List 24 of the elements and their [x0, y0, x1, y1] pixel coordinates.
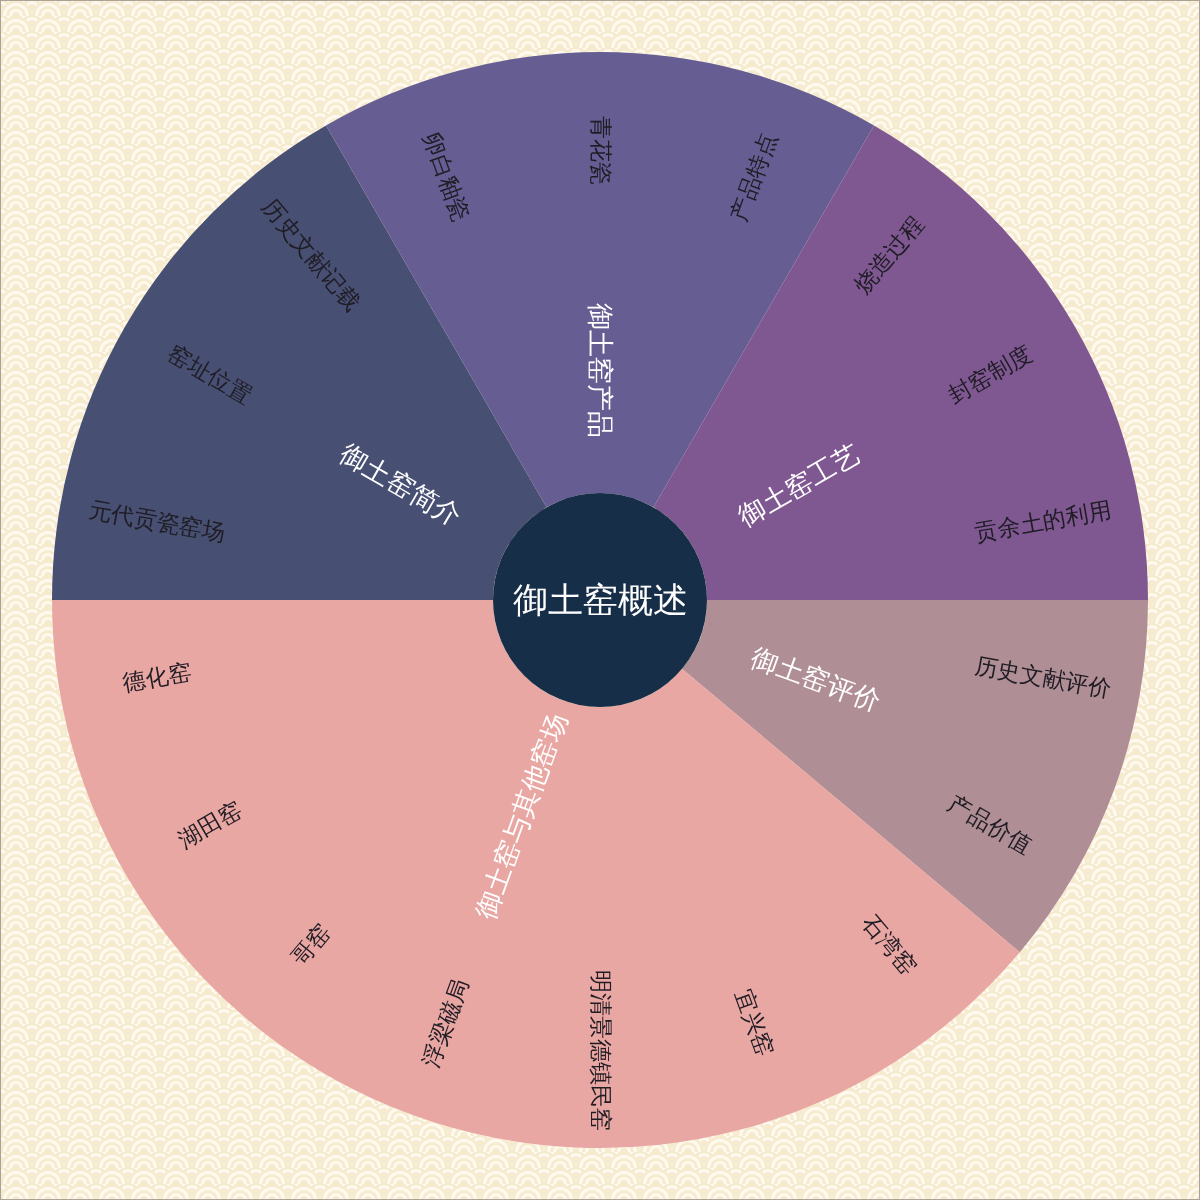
subtopic-label: 德化窑 — [120, 660, 193, 696]
subtopic-label: 石湾窑 — [858, 910, 921, 979]
subtopic-label: 烧造过程 — [850, 212, 928, 298]
category-label: 御土窑工艺 — [733, 439, 865, 531]
subtopic-label: 哥窑 — [287, 919, 335, 970]
subtopic-label: 历史文献评价 — [973, 654, 1114, 702]
subtopic-label: 元代贡瓷窑场 — [86, 498, 227, 546]
subtopic-label: 湖田窑 — [174, 797, 246, 853]
category-label: 御土窑产品 — [586, 302, 614, 438]
topic-title: 御土窑概述 — [512, 582, 688, 618]
subtopic-label: 贡余土的利用 — [973, 498, 1114, 546]
category-label: 御土窑评价 — [748, 642, 885, 715]
subtopic-label: 产品特点 — [727, 129, 781, 225]
subtopic-label: 青花瓷 — [588, 115, 612, 185]
subtopic-label: 历史文献记载 — [257, 195, 364, 316]
subtopic-label: 卵白釉瓷 — [419, 129, 473, 225]
category-label: 御土窑与其他窑场 — [471, 710, 571, 923]
subtopic-label: 明清景德镇民窑 — [588, 969, 612, 1131]
subtopic-label: 封窑制度 — [944, 342, 1036, 408]
subtopic-label: 宜兴窑 — [731, 986, 777, 1060]
subtopic-label: 浮梁磁局 — [419, 975, 473, 1070]
subtopic-label: 产品价值 — [944, 792, 1036, 858]
subtopic-label: 窑址位置 — [164, 342, 256, 408]
category-label: 御土窑简介 — [335, 439, 466, 531]
